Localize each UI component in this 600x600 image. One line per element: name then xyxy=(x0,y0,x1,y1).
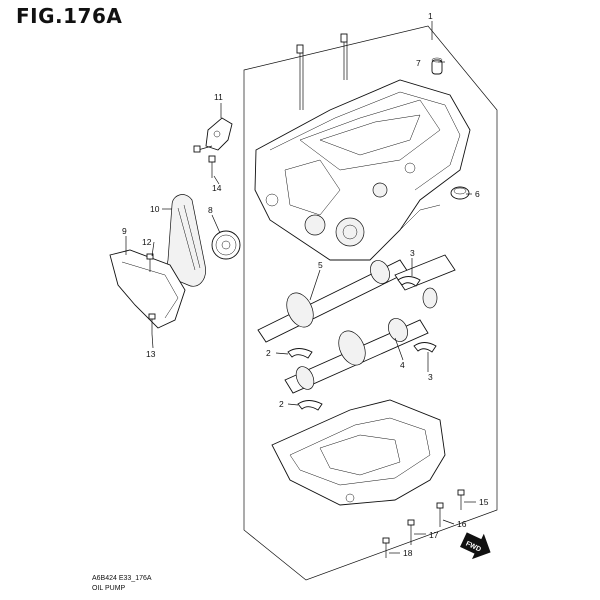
assembly-frame xyxy=(243,25,498,581)
callout-2a: 2 xyxy=(266,348,271,358)
pump-housing xyxy=(254,79,471,261)
lower-case xyxy=(271,399,446,506)
leader-lines xyxy=(125,21,476,554)
callout-14: 14 xyxy=(212,183,222,193)
lower-bolts xyxy=(382,489,465,558)
figure-caption: OIL PUMP xyxy=(92,585,126,592)
bearing-halves xyxy=(287,276,437,411)
callout-9: 9 xyxy=(122,226,127,236)
callout-11: 11 xyxy=(214,92,223,102)
fwd-arrow: FWD xyxy=(460,532,491,560)
balancer-shaft-lower xyxy=(284,318,429,394)
callout-5: 5 xyxy=(318,260,323,270)
callout-labels: 1 7 6 11 14 10 8 9 12 13 5 3 2 4 3 2 15 … xyxy=(122,11,489,558)
callout-3a: 3 xyxy=(410,248,415,258)
callout-16: 16 xyxy=(457,519,467,529)
callout-18: 18 xyxy=(403,548,413,558)
tensioner-bolt xyxy=(208,155,216,178)
callout-12: 12 xyxy=(142,237,152,247)
callout-8: 8 xyxy=(208,205,213,215)
drawing-code: A6B424 E33_176A xyxy=(92,575,152,582)
callout-10: 10 xyxy=(150,204,160,214)
callout-1: 1 xyxy=(428,11,433,21)
callout-2b: 2 xyxy=(279,399,284,409)
figure-title: FIG.176A xyxy=(16,4,123,28)
cover-bolt-lower xyxy=(148,313,156,334)
callout-3b: 3 xyxy=(428,372,433,382)
callout-17: 17 xyxy=(429,530,439,540)
chain-tensioner xyxy=(193,117,233,153)
chain-cover xyxy=(109,249,186,329)
callout-13: 13 xyxy=(146,349,156,359)
callout-7: 7 xyxy=(416,58,421,68)
cap-plug xyxy=(450,186,470,200)
housing-bolts xyxy=(296,33,348,110)
callout-6: 6 xyxy=(475,189,480,199)
callout-4: 4 xyxy=(400,360,405,370)
dowel-pin xyxy=(431,57,443,75)
pump-sprocket xyxy=(211,230,241,260)
cover-bolt-upper xyxy=(146,253,154,272)
callout-15: 15 xyxy=(479,497,489,507)
